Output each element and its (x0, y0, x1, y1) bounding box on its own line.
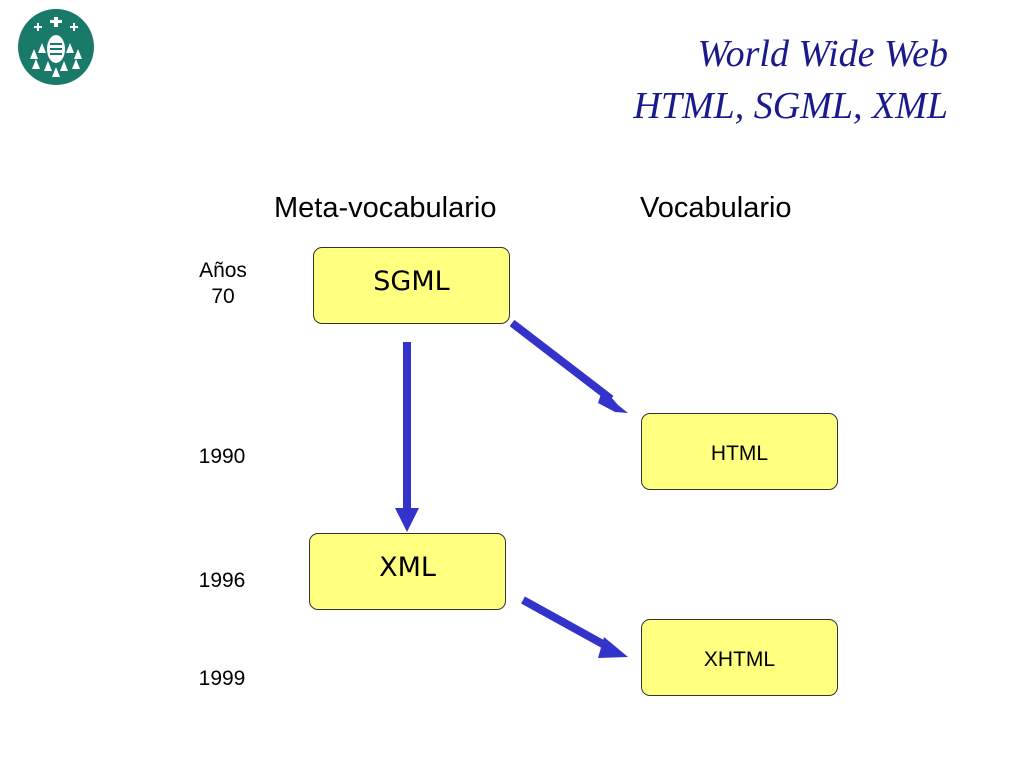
university-logo (18, 9, 94, 85)
node-xhtml-label: XHTML (703, 648, 776, 671)
node-xhtml: XHTML (641, 619, 838, 696)
arrow-sgml-to-html-shaft (509, 319, 614, 403)
year-seventies: Años 70 (188, 258, 258, 310)
column-header-meta-vocabulary: Meta-vocabulario (274, 192, 497, 224)
title-line-2: HTML, SGML, XML (633, 85, 948, 127)
year-1999: 1999 (198, 667, 246, 690)
node-xml-label: XML (379, 552, 436, 583)
node-html-label: HTML (710, 442, 769, 465)
node-sgml: SGML (313, 247, 510, 324)
arrow-sgml-to-html-head (598, 388, 628, 413)
node-html: HTML (641, 413, 838, 490)
year-seventies-line-1: Años (199, 259, 247, 282)
arrow-xml-to-xhtml-shaft (521, 596, 612, 652)
node-sgml-label: SGML (373, 266, 450, 297)
year-1990: 1990 (198, 445, 246, 468)
year-1996: 1996 (198, 569, 246, 592)
arrow-sgml-to-xml-head (395, 508, 419, 532)
arrow-xml-to-xhtml-head (598, 637, 628, 658)
title-line-1: World Wide Web (697, 33, 948, 75)
column-header-vocabulary: Vocabulario (640, 192, 792, 224)
year-seventies-line-2: 70 (211, 285, 235, 308)
slide-title: World Wide Web HTML, SGML, XML (633, 28, 948, 132)
node-xml: XML (309, 533, 506, 610)
